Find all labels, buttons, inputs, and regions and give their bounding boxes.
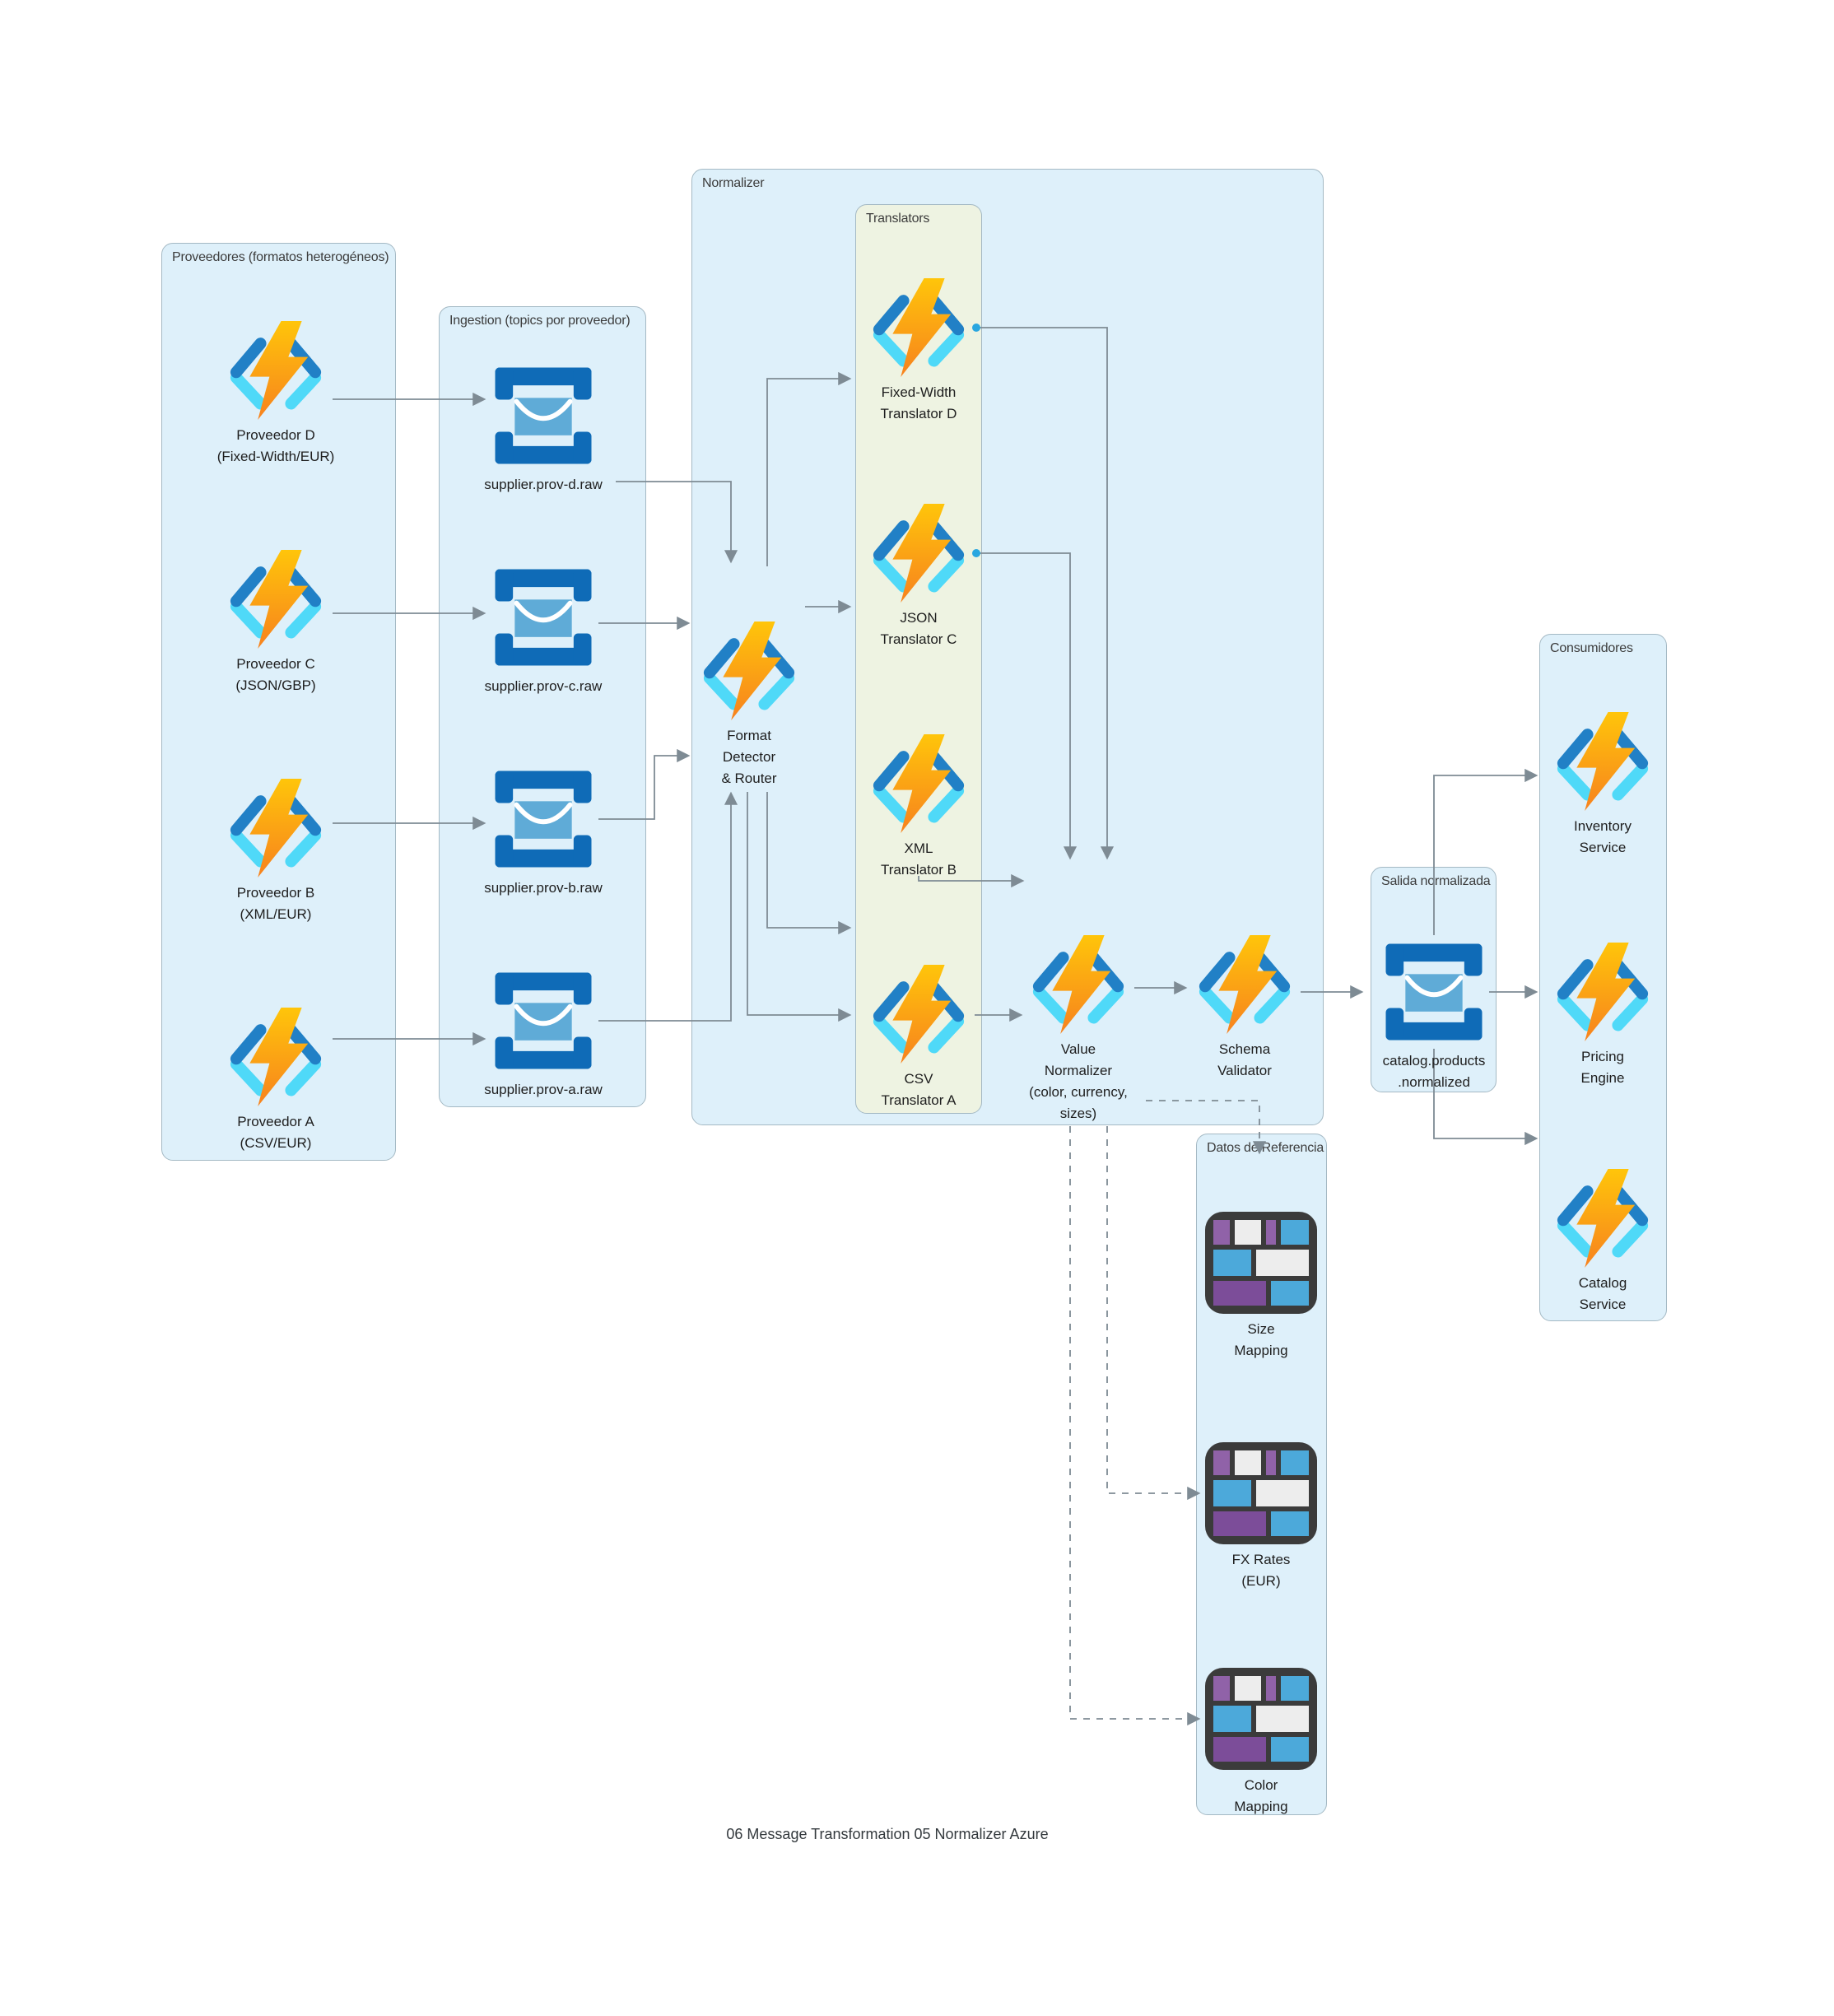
service-bus-topic-icon	[490, 564, 597, 671]
service-bus-topic-icon	[490, 362, 597, 469]
edge-topicd-router	[616, 481, 738, 564]
reference-data-table-icon	[1205, 1442, 1317, 1544]
node-label: catalog.products .normalized	[1382, 1053, 1486, 1090]
node-proveedor-c: Proveedor C (JSON/GBP)	[198, 550, 354, 696]
node-color-mapping: Color Mapping	[1179, 1668, 1343, 1818]
node-value-normalizer: Value Normalizer (color, currency, sizes…	[1000, 935, 1157, 1124]
reference-data-table-icon	[1205, 1212, 1317, 1314]
node-label: Proveedor A (CSV/EUR)	[237, 1114, 314, 1151]
group-proveedores: Proveedores (formatos heterogéneos)	[161, 243, 396, 1161]
node-inventory-service: Inventory Service	[1524, 712, 1681, 859]
node-label: Pricing Engine	[1580, 1049, 1625, 1086]
node-size-mapping: Size Mapping	[1179, 1212, 1343, 1362]
node-catalog-service: Catalog Service	[1524, 1169, 1681, 1315]
edge-router-csv	[747, 792, 852, 1022]
node-label: CSV Translator A	[881, 1071, 957, 1108]
node-label: Proveedor D (Fixed-Width/EUR)	[216, 427, 335, 464]
edge-topica-router	[598, 791, 738, 1022]
node-label: supplier.prov-a.raw	[484, 1082, 603, 1097]
azure-function-icon	[1548, 712, 1657, 811]
group-translators: Translators	[855, 204, 982, 1114]
edge-valuenormalizer-fxrates	[1106, 1126, 1201, 1501]
group-label: Salida normalizada	[1381, 874, 1491, 888]
edge-catalogtopic-inventory	[1433, 768, 1538, 935]
node-topic-supplier-prov-d: supplier.prov-d.raw	[457, 362, 630, 496]
node-topic-supplier-prov-a: supplier.prov-a.raw	[457, 967, 630, 1101]
group-label: Consumidores	[1550, 641, 1633, 655]
group-label: Proveedores (formatos heterogéneos)	[172, 250, 389, 264]
node-label: Proveedor C (JSON/GBP)	[235, 656, 316, 693]
node-label: Color Mapping	[1234, 1777, 1288, 1814]
edge-fixedwidth-valuenormalizer	[975, 327, 1115, 860]
node-fx-rates: FX Rates (EUR)	[1179, 1442, 1343, 1592]
azure-function-icon	[1190, 935, 1299, 1034]
edge-json-valuenormalizer	[975, 552, 1078, 860]
node-fixed-width-translator-d: Fixed-Width Translator D	[840, 278, 997, 425]
node-label: supplier.prov-d.raw	[484, 477, 603, 492]
node-label: XML Translator B	[881, 840, 957, 878]
service-bus-topic-icon	[490, 766, 597, 873]
node-label: supplier.prov-b.raw	[484, 880, 603, 896]
group-label: Translators	[866, 212, 930, 226]
node-topic-supplier-prov-c: supplier.prov-c.raw	[457, 564, 630, 697]
group-label: Ingestion (topics por proveedor)	[449, 314, 631, 328]
edge-valuenormalizer-colormapping	[1069, 1126, 1201, 1726]
node-pricing-engine: Pricing Engine	[1524, 943, 1681, 1089]
node-label: Proveedor B (XML/EUR)	[236, 885, 315, 922]
node-schema-validator: Schema Validator	[1166, 935, 1323, 1082]
edge-start-dot	[972, 324, 980, 332]
edge-topicb-router	[598, 748, 691, 820]
service-bus-topic-icon	[490, 967, 597, 1074]
azure-function-icon	[1548, 1169, 1657, 1268]
node-label: JSON Translator C	[880, 610, 957, 647]
node-csv-translator-a: CSV Translator A	[840, 965, 997, 1111]
node-topic-supplier-prov-b: supplier.prov-b.raw	[457, 766, 630, 899]
node-label: supplier.prov-c.raw	[484, 678, 603, 694]
node-label: Fixed-Width Translator D	[880, 384, 957, 421]
node-label: Size Mapping	[1234, 1321, 1288, 1358]
edge-catalogtopic-catalogservice	[1433, 1049, 1538, 1146]
node-proveedor-a: Proveedor A (CSV/EUR)	[198, 1008, 354, 1154]
azure-function-icon	[864, 965, 973, 1064]
edge-router-fixedwidth	[766, 371, 852, 566]
edge-valuenormalizer-sizemapping	[1146, 1100, 1267, 1155]
edge-start-dot	[972, 549, 980, 557]
azure-function-icon	[221, 321, 330, 420]
group-label: Normalizer	[702, 176, 765, 190]
reference-data-table-icon	[1205, 1668, 1317, 1770]
node-proveedor-b: Proveedor B (XML/EUR)	[198, 779, 354, 925]
node-label: Schema Validator	[1217, 1041, 1272, 1078]
node-topic-catalog-products-normalized: catalog.products .normalized	[1348, 938, 1520, 1093]
diagram-caption: 06 Message Transformation 05 Normalizer …	[726, 1826, 1049, 1842]
azure-function-icon	[221, 1008, 330, 1106]
azure-function-icon	[864, 278, 973, 377]
azure-function-icon	[221, 550, 330, 649]
azure-function-icon	[864, 504, 973, 603]
azure-function-icon	[695, 622, 803, 720]
edge-xml-valuenormalizer	[918, 873, 1025, 888]
node-format-detector-router: Format Detector & Router	[671, 622, 827, 789]
node-json-translator-c: JSON Translator C	[840, 504, 997, 650]
azure-function-icon	[1024, 935, 1133, 1034]
node-label: Format Detector & Router	[721, 728, 777, 786]
node-proveedor-d: Proveedor D (Fixed-Width/EUR)	[198, 321, 354, 468]
node-label: FX Rates (EUR)	[1231, 1552, 1291, 1589]
azure-function-icon	[1548, 943, 1657, 1041]
edge-router-xml	[766, 792, 852, 935]
node-xml-translator-b: XML Translator B	[840, 734, 997, 881]
service-bus-topic-icon	[1380, 938, 1487, 1045]
azure-function-icon	[864, 734, 973, 833]
azure-function-icon	[221, 779, 330, 878]
node-label: Value Normalizer (color, currency, sizes…	[1029, 1041, 1128, 1121]
node-label: Inventory Service	[1574, 818, 1632, 855]
node-label: Catalog Service	[1578, 1275, 1627, 1312]
